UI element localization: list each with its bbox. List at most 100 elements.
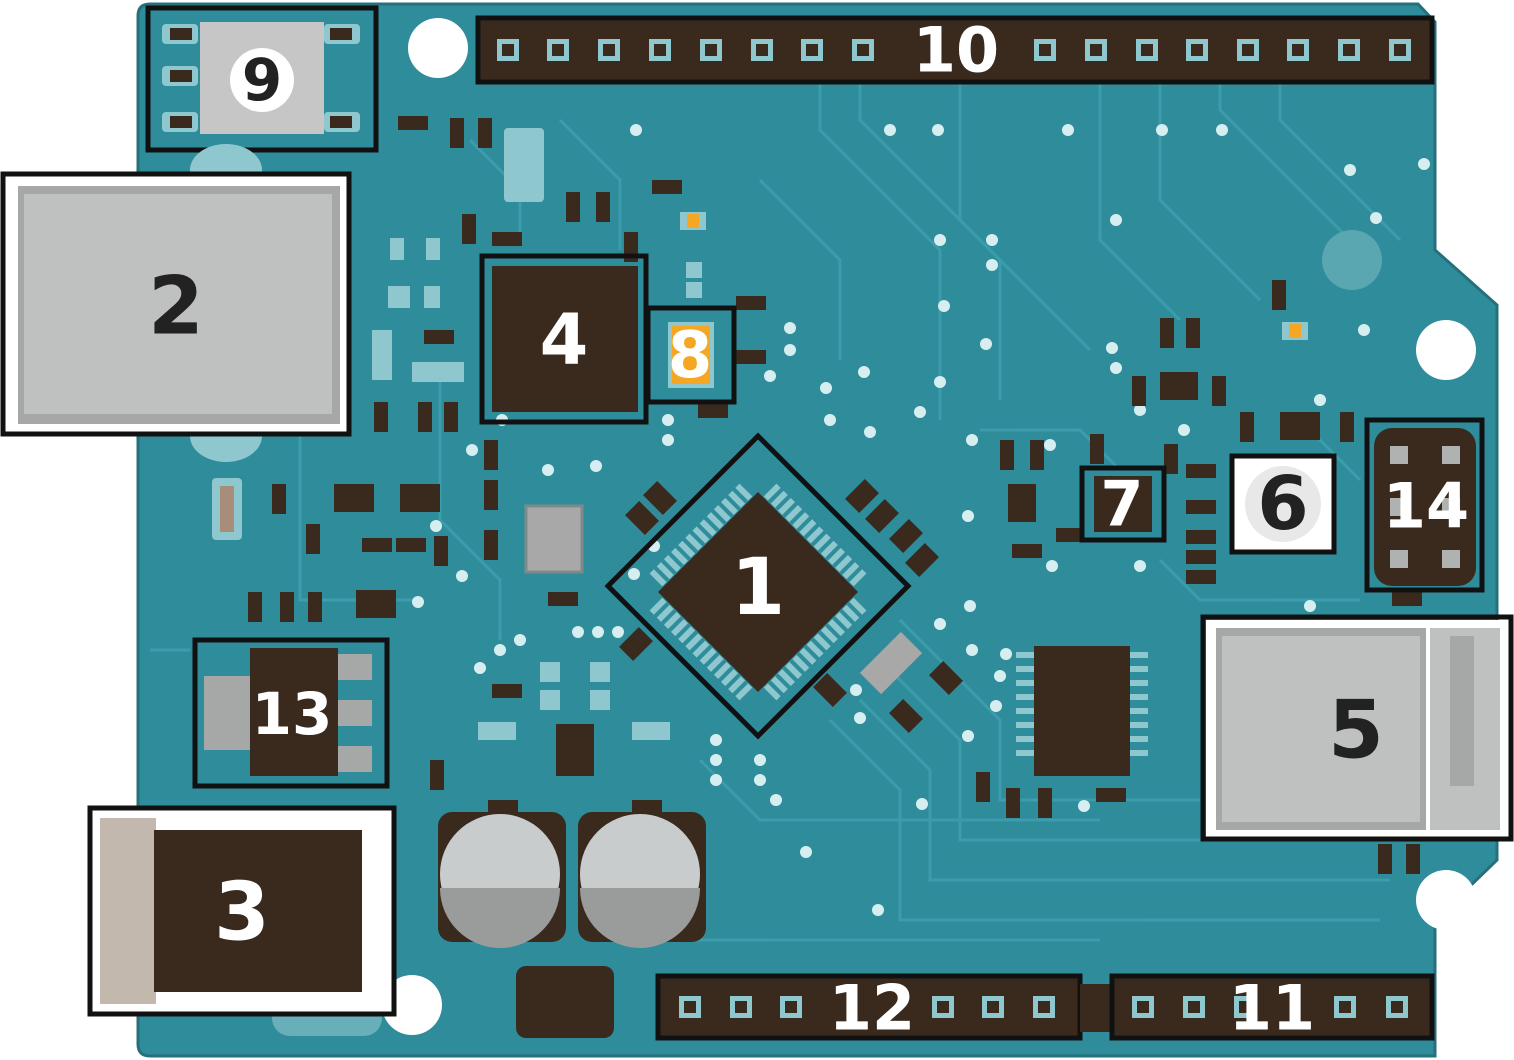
mcu-pin bbox=[678, 626, 696, 644]
mcu-pin bbox=[692, 526, 710, 544]
mcu-pin bbox=[699, 519, 717, 537]
fiducial-mark bbox=[1322, 230, 1382, 290]
mcu-pin bbox=[713, 662, 731, 679]
mcu-pin bbox=[671, 547, 688, 565]
component-10-digital-header bbox=[475, 15, 1435, 85]
status-leds bbox=[680, 212, 1308, 340]
mounting-hole bbox=[382, 975, 442, 1035]
header-pin-hole bbox=[603, 44, 615, 56]
mcu-pin bbox=[692, 640, 710, 658]
label-9: 9 bbox=[242, 46, 282, 114]
label-14: 14 bbox=[1383, 470, 1469, 543]
component-1-main-microcontroller bbox=[604, 432, 912, 740]
label-13: 13 bbox=[252, 680, 333, 748]
component-2-usb-connector bbox=[0, 144, 352, 462]
mcu-pin bbox=[778, 497, 795, 515]
header-pin-hole bbox=[654, 44, 666, 56]
label-8: 8 bbox=[668, 319, 713, 393]
ic-uart-bridge bbox=[1016, 646, 1148, 776]
mcu-pin bbox=[663, 555, 681, 572]
header-pin-hole bbox=[552, 44, 564, 56]
component-9-reset-button bbox=[145, 5, 379, 153]
header-pin-hole bbox=[1141, 44, 1153, 56]
header-pin-hole bbox=[1339, 1001, 1351, 1013]
header-pin-hole bbox=[987, 1001, 999, 1013]
mcu-pin bbox=[685, 533, 703, 551]
mcu-pin bbox=[656, 562, 674, 580]
mcu-pin bbox=[721, 669, 738, 687]
label-12: 12 bbox=[829, 972, 915, 1045]
component-11-analog-header bbox=[1109, 973, 1435, 1041]
header-pin-hole bbox=[1394, 44, 1406, 56]
mcu-pin bbox=[770, 490, 788, 508]
mcu-pin bbox=[678, 540, 696, 558]
label-7: 7 bbox=[1100, 468, 1143, 541]
mcu-pin bbox=[792, 654, 810, 672]
header-pin-hole bbox=[756, 44, 768, 56]
header-pins bbox=[679, 996, 1055, 1018]
mcu-pin bbox=[842, 604, 860, 622]
mcu-pin bbox=[806, 526, 824, 544]
label-4: 4 bbox=[540, 299, 589, 381]
mcu-pin bbox=[799, 647, 817, 665]
mcu-pin bbox=[735, 683, 753, 701]
label-1: 1 bbox=[731, 543, 785, 633]
header-pins bbox=[497, 39, 1411, 61]
component-6-sensor bbox=[1229, 453, 1337, 555]
mounting-hole bbox=[1416, 870, 1476, 930]
header-pin-hole bbox=[684, 1001, 696, 1013]
mcu-pin bbox=[785, 505, 803, 522]
mounting-holes bbox=[382, 18, 1476, 1035]
header-pins bbox=[1132, 996, 1408, 1018]
mcu-pin bbox=[763, 683, 781, 701]
label-6: 6 bbox=[1257, 461, 1309, 547]
mcu-pin bbox=[820, 626, 838, 644]
header-pin-hole bbox=[785, 1001, 797, 1013]
mcu-pin bbox=[728, 490, 746, 508]
resistor-body bbox=[220, 486, 234, 532]
component-5-card-slot bbox=[1200, 614, 1514, 842]
mcu-pins bbox=[649, 483, 867, 701]
mcu-pin bbox=[706, 512, 724, 530]
header-pin-hole bbox=[1391, 1001, 1403, 1013]
header-pin-hole bbox=[735, 1001, 747, 1013]
header-gap bbox=[1080, 984, 1112, 1032]
header-pin-hole bbox=[1191, 44, 1203, 56]
vias bbox=[412, 124, 1430, 916]
mcu-pin bbox=[820, 540, 838, 558]
header-pin-hole bbox=[857, 44, 869, 56]
mcu-pin bbox=[813, 633, 831, 651]
mcu-pin bbox=[785, 662, 803, 679]
component-13-voltage-regulator bbox=[192, 637, 390, 789]
mcu-pin bbox=[835, 555, 853, 572]
power-inductor bbox=[516, 966, 614, 1038]
mcu-pin bbox=[842, 562, 860, 580]
mcu-pin bbox=[649, 569, 667, 587]
header-pin-hole bbox=[1239, 1001, 1251, 1013]
component-8-led bbox=[645, 305, 737, 405]
label-5: 5 bbox=[1328, 684, 1384, 777]
mcu-pin bbox=[778, 669, 795, 687]
mcu-pin bbox=[770, 676, 788, 694]
mcu-pin bbox=[699, 647, 717, 665]
electrolytic-capacitors bbox=[438, 812, 706, 948]
label-11: 11 bbox=[1229, 972, 1315, 1045]
number-labels: 1 2 3 4 5 6 7 8 9 10 11 12 13 14 bbox=[148, 14, 1469, 1045]
header-pin-hole bbox=[1292, 44, 1304, 56]
header-pin-hole bbox=[705, 44, 717, 56]
header-pin-hole bbox=[502, 44, 514, 56]
mcu-pin bbox=[649, 597, 667, 615]
mcu-pin bbox=[713, 505, 731, 522]
mcu-pin bbox=[849, 569, 867, 587]
label-2: 2 bbox=[148, 260, 204, 353]
mcu-pin bbox=[685, 633, 703, 651]
header-pin-hole bbox=[1038, 1001, 1050, 1013]
mcu-pin bbox=[663, 612, 681, 629]
mcu-pin bbox=[849, 597, 867, 615]
component-3-power-jack bbox=[87, 805, 397, 1036]
mcu-pin bbox=[735, 483, 753, 501]
component-7-small-ic bbox=[1079, 465, 1167, 543]
header-pin-hole bbox=[1137, 1001, 1149, 1013]
header-pin-hole bbox=[1039, 44, 1051, 56]
